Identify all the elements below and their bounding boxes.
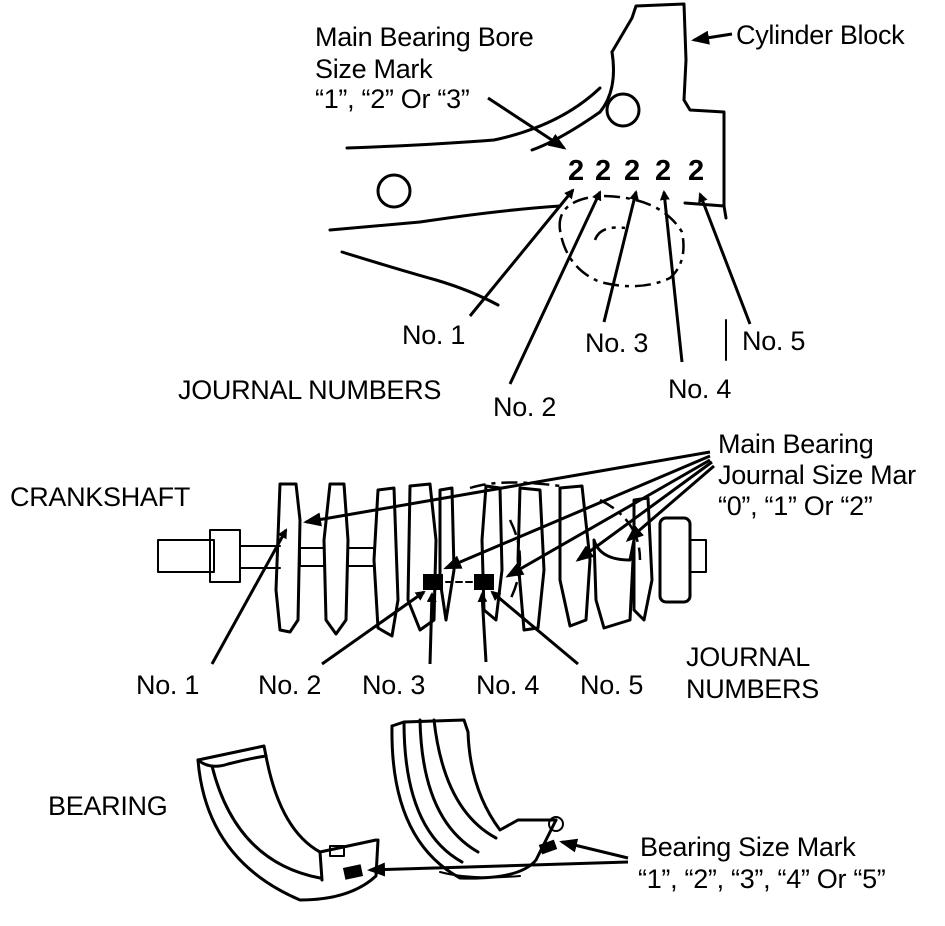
cylinder-block-outline xyxy=(610,2,726,207)
journal-mark-arrow-3 xyxy=(505,458,711,578)
block-journal-numbers-label: JOURNAL NUMBERS xyxy=(178,375,441,405)
crankshaft-front-nose xyxy=(157,539,215,573)
cylinder-block-drawing xyxy=(328,2,728,307)
bore-mark-4: 2 xyxy=(655,155,671,187)
bearing-left-top-edge xyxy=(196,744,268,762)
bearing-right-base xyxy=(439,871,521,879)
block-journal-label-3: No. 3 xyxy=(585,328,648,358)
crank-dashed-outline-2 xyxy=(508,519,522,601)
crank-dashed-outline-1 xyxy=(469,481,561,490)
crank-journal-numbers-line1: JOURNAL xyxy=(686,642,810,672)
journal-mark-title-line1: Main Bearing xyxy=(718,429,874,459)
bore-mark-3: 2 xyxy=(624,155,640,187)
crank-web-5 xyxy=(438,486,456,622)
bearing-mark-arrow-right xyxy=(559,838,629,860)
bearing-right-groove-3 xyxy=(432,718,498,840)
crank-web-9 xyxy=(592,538,636,630)
bolt-hole-left xyxy=(376,173,412,209)
journal-mark-arrow-5 xyxy=(625,464,715,542)
bearing-left-inner-curve xyxy=(210,764,322,880)
crankshaft-flange xyxy=(658,516,692,604)
crank-journal-4-arrow xyxy=(477,592,488,663)
block-journal-5-arrow xyxy=(698,192,752,325)
crank-journal-1-arrow xyxy=(210,528,288,665)
crank-pin-1 xyxy=(347,547,375,567)
bore-marks: 2 2 2 2 2 xyxy=(568,155,704,187)
block-journal-2-arrow xyxy=(508,190,602,385)
bore-mark-1: 2 xyxy=(568,155,584,187)
block-right-edge xyxy=(683,201,728,220)
block-edge-lower xyxy=(530,110,602,152)
bore-inner-dash xyxy=(593,226,626,241)
bearing-left-outer-curve xyxy=(196,758,380,902)
crankshaft-label: CRANKSHAFT xyxy=(10,482,190,512)
crankshaft-gear xyxy=(209,529,241,583)
bearing-right-groove-2 xyxy=(418,718,480,854)
crank-journal-label-1: No. 1 xyxy=(136,670,199,700)
block-journal-label-2: No. 2 xyxy=(493,392,556,422)
bearing-right-inner-back xyxy=(466,730,558,832)
bore-mark-title-line2: Size Mark xyxy=(315,54,433,84)
bearing-left-lip xyxy=(196,754,268,768)
bearing-right-groove-1 xyxy=(402,720,464,864)
crankshaft-snout xyxy=(239,545,281,569)
crank-web-8 xyxy=(558,484,592,628)
crank-journal-5-arrow xyxy=(490,590,579,666)
block-journal-1-arrow xyxy=(468,188,575,317)
block-upper-curve xyxy=(345,86,602,150)
crank-journal-label-4: No. 4 xyxy=(476,670,539,700)
crank-journal-label-3: No. 3 xyxy=(362,670,425,700)
bore-dashed-outline xyxy=(558,194,685,288)
block-edge xyxy=(598,50,615,114)
journal-mark-title-line2: Journal Size Mar xyxy=(718,460,916,490)
bearing-shell-left xyxy=(196,744,380,902)
block-journal-4-arrow xyxy=(659,190,684,363)
block-journal-label-5: No. 5 xyxy=(742,326,805,356)
crank-web-1 xyxy=(274,482,302,634)
crank-journal-mark-4-5 xyxy=(474,574,494,590)
bearing-size-mark-title: Bearing Size Mark xyxy=(640,832,856,862)
bearing-shell-right xyxy=(390,718,564,880)
bearing-right-size-mark xyxy=(538,839,558,855)
bearing-mark-arrow-left xyxy=(367,860,629,877)
journal-mark-arrow-4 xyxy=(575,460,713,562)
block-journal-3-arrow xyxy=(602,190,639,323)
cylinder-block-label: Cylinder Block xyxy=(736,20,905,50)
bearing-left-inner-back xyxy=(264,754,378,854)
crank-journal-mark-2-3 xyxy=(423,574,443,590)
cylinder-block-arrow xyxy=(691,30,733,45)
crank-journal-numbers-line2: NUMBERS xyxy=(686,674,819,704)
bore-mark-values: “1”, “2” Or “3” xyxy=(315,84,470,114)
bolt-hole-upper xyxy=(605,92,641,128)
bore-mark-2: 2 xyxy=(595,155,611,187)
block-mid-line xyxy=(328,204,562,232)
bearing-left-tab xyxy=(329,845,345,857)
bearing-size-mark-values: “1”, “2”, “3”, “4” Or “5” xyxy=(638,864,886,894)
bore-mark-title-line1: Main Bearing Bore xyxy=(315,22,534,52)
bearing-left-edge xyxy=(318,850,324,882)
block-journal-label-1: No. 1 xyxy=(402,320,465,350)
bearing-label: BEARING xyxy=(48,791,167,821)
block-journal-label-4: No. 4 xyxy=(668,374,731,404)
crank-journal-2-arrow xyxy=(321,590,426,666)
crank-journal-3-arrow xyxy=(426,592,437,665)
journal-mark-arrow-2 xyxy=(443,454,711,570)
bore-mark-5: 2 xyxy=(688,155,704,187)
block-lower-curve xyxy=(340,250,500,307)
crank-journal-label-5: No. 5 xyxy=(580,670,643,700)
crank-journal-label-2: No. 2 xyxy=(258,670,321,700)
journal-mark-values: “0”, “1” Or “2” xyxy=(718,491,873,521)
journal-mark-arrow-1 xyxy=(303,450,711,527)
bearing-right-tab-hole xyxy=(548,816,564,832)
crank-journal-1 xyxy=(299,547,325,567)
crank-web-4 xyxy=(406,482,438,632)
crank-web-2 xyxy=(322,482,350,636)
bore-mark-arrow xyxy=(487,96,567,150)
crank-web-7 xyxy=(516,486,546,632)
bearing-left-size-mark xyxy=(342,864,364,880)
crankshaft-rear-stub xyxy=(689,539,707,573)
